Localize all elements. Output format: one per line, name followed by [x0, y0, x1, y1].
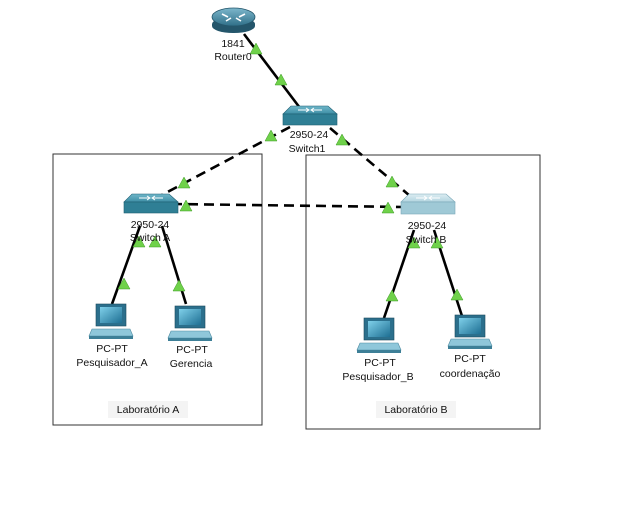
port-up-icon: [179, 199, 193, 212]
link-switch-b-pc-pesq-b[interactable]: [382, 229, 416, 319]
port-up-icon: [274, 73, 288, 86]
port-up-icon: [172, 279, 186, 292]
switch1-model: 2950-24: [290, 129, 329, 141]
pc-gerencia-model: PC-PT: [176, 344, 208, 356]
pc-pesquisador-b[interactable]: PC-PT Pesquisador_B: [342, 317, 414, 383]
port-up-icon: [381, 201, 395, 214]
switch-b-model: 2950-24: [408, 220, 447, 232]
port-up-icon: [430, 236, 444, 249]
port-up-icon: [335, 133, 349, 146]
port-up-icon: [407, 236, 421, 249]
port-up-icon: [148, 235, 162, 248]
switch1-name: Switch1: [289, 143, 326, 155]
pc-icon: [356, 317, 402, 353]
link-switch-a-switch-b[interactable]: [171, 202, 405, 209]
area-label-lab-b: Laboratório B: [384, 404, 447, 416]
links: [110, 33, 464, 319]
port-up-icon: [249, 42, 263, 55]
pc-icon: [447, 314, 493, 349]
switch-icon: [400, 193, 456, 215]
port-up-icon: [177, 176, 191, 189]
pc-pesquisador-a-model: PC-PT: [96, 343, 128, 355]
pc-pesquisador-b-model: PC-PT: [364, 357, 396, 369]
switch-b[interactable]: 2950-24 Switch B: [400, 193, 456, 246]
pc-pesquisador-a[interactable]: PC-PT Pesquisador_A: [76, 303, 148, 369]
switch-icon: [123, 193, 179, 214]
pc-coordenacao[interactable]: PC-PT coordenação: [440, 314, 501, 380]
area-lab-a[interactable]: Laboratório A: [52, 153, 263, 426]
area-lab-b[interactable]: Laboratório B: [305, 154, 541, 430]
switch1[interactable]: 2950-24 Switch1: [282, 105, 338, 155]
pc-gerencia[interactable]: PC-PT Gerencia: [167, 305, 213, 370]
switch-icon: [282, 105, 338, 126]
router0[interactable]: 1841 Router0: [211, 7, 256, 63]
port-up-icon: [132, 235, 146, 248]
pc-pesquisador-a-name: Pesquisador_A: [76, 357, 147, 369]
switch-a-model: 2950-24: [131, 219, 170, 231]
port-up-icon: [117, 277, 131, 290]
switch-a-name: Switch A: [130, 232, 170, 244]
port-up-icon: [450, 288, 464, 301]
link-switch-a-pc-pesq-a[interactable]: [110, 225, 142, 305]
link-router0-switch1[interactable]: [242, 33, 302, 109]
port-indicators: [117, 42, 464, 302]
pc-pesquisador-b-name: Pesquisador_B: [342, 371, 413, 383]
router-icon: [211, 7, 256, 33]
router0-name: Router0: [214, 51, 252, 63]
area-label-lab-a: Laboratório A: [117, 404, 179, 416]
port-up-icon: [385, 175, 399, 188]
router0-model: 1841: [221, 38, 245, 50]
pc-icon: [167, 305, 213, 341]
port-up-icon: [385, 289, 399, 302]
pc-coordenacao-model: PC-PT: [454, 353, 486, 365]
pc-gerencia-name: Gerencia: [170, 358, 213, 370]
pc-coordenacao-name: coordenação: [440, 368, 501, 380]
port-up-icon: [264, 129, 278, 142]
pc-icon: [88, 303, 134, 339]
switch-b-name: Switch B: [406, 234, 447, 246]
switch-a[interactable]: 2950-24 Switch A: [123, 193, 179, 244]
